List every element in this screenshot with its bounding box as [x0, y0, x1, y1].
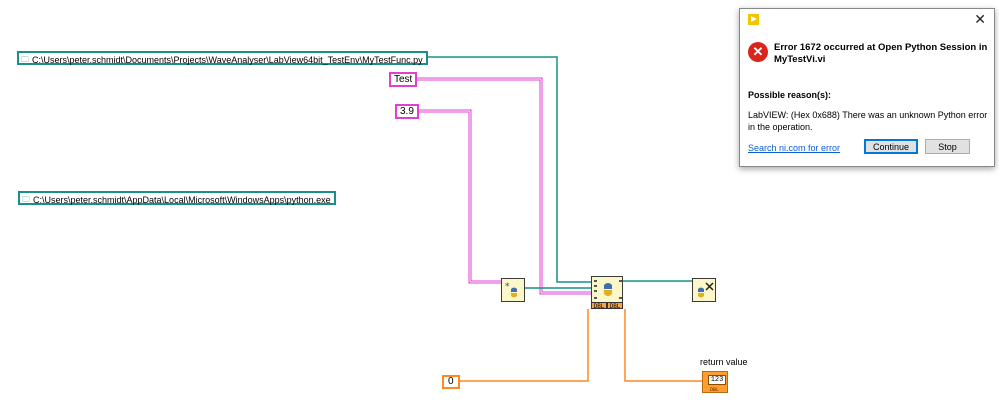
python-path-constant[interactable]: 🗀 C:\Users\peter.schmidt\AppData\Local\M…: [18, 191, 336, 205]
script-path-wire[interactable]: [410, 56, 591, 283]
numeric-constant-text: 0: [448, 376, 454, 387]
search-ni-link[interactable]: Search ni.com for error: [748, 143, 841, 153]
stop-button[interactable]: Stop: [925, 139, 970, 154]
error-reason-text: LabVIEW: (Hex 0x688) There was an unknow…: [748, 110, 988, 132]
output-type-tag: DBL: [607, 302, 623, 310]
python-node[interactable]: [591, 276, 623, 303]
version-wire[interactable]: [411, 109, 501, 284]
indicator-display: 123: [708, 375, 726, 385]
numeric-input-wire[interactable]: [455, 309, 589, 382]
error-icon: ✕: [748, 42, 768, 62]
input-type-tag: DBL: [591, 302, 607, 310]
python-path-text: C:\Users\peter.schmidt\AppData\Local\Mic…: [33, 195, 331, 205]
svg-text:*: *: [505, 282, 510, 292]
labview-app-icon: [748, 14, 759, 25]
indicator-type: DBL: [710, 387, 720, 393]
function-name-constant[interactable]: Test: [389, 72, 418, 87]
script-path-constant[interactable]: 🗀 C:\Users\peter.schmidt\Documents\Proje…: [17, 51, 428, 65]
python-node-icon: [594, 280, 622, 299]
version-text: 3.9: [400, 106, 414, 117]
function-name-text: Test: [394, 74, 413, 85]
script-path-text: C:\Users\peter.schmidt\Documents\Project…: [32, 55, 423, 65]
close-icon[interactable]: ✕: [974, 11, 986, 27]
open-session-icon: *: [505, 282, 517, 298]
possible-reasons-heading: Possible reason(s):: [748, 90, 832, 100]
return-value-wire[interactable]: [624, 309, 702, 382]
return-value-label: return value: [700, 357, 748, 367]
close-python-session-node[interactable]: [692, 278, 716, 302]
version-constant[interactable]: 3.9: [395, 104, 419, 119]
error-heading: Error 1672 occurred at Open Python Sessi…: [774, 42, 988, 65]
open-python-session-node[interactable]: *: [501, 278, 525, 302]
numeric-constant[interactable]: 0: [442, 375, 460, 389]
path-icon: 🗀: [22, 195, 30, 204]
dialog-titlebar[interactable]: ✕: [740, 9, 994, 31]
return-value-indicator[interactable]: 123 DBL: [702, 371, 728, 393]
close-session-icon: [698, 282, 714, 298]
continue-button[interactable]: Continue: [864, 139, 918, 154]
error-dialog: ✕ ✕ Error 1672 occurred at Open Python S…: [739, 8, 995, 167]
path-icon: 🗀: [21, 55, 29, 64]
